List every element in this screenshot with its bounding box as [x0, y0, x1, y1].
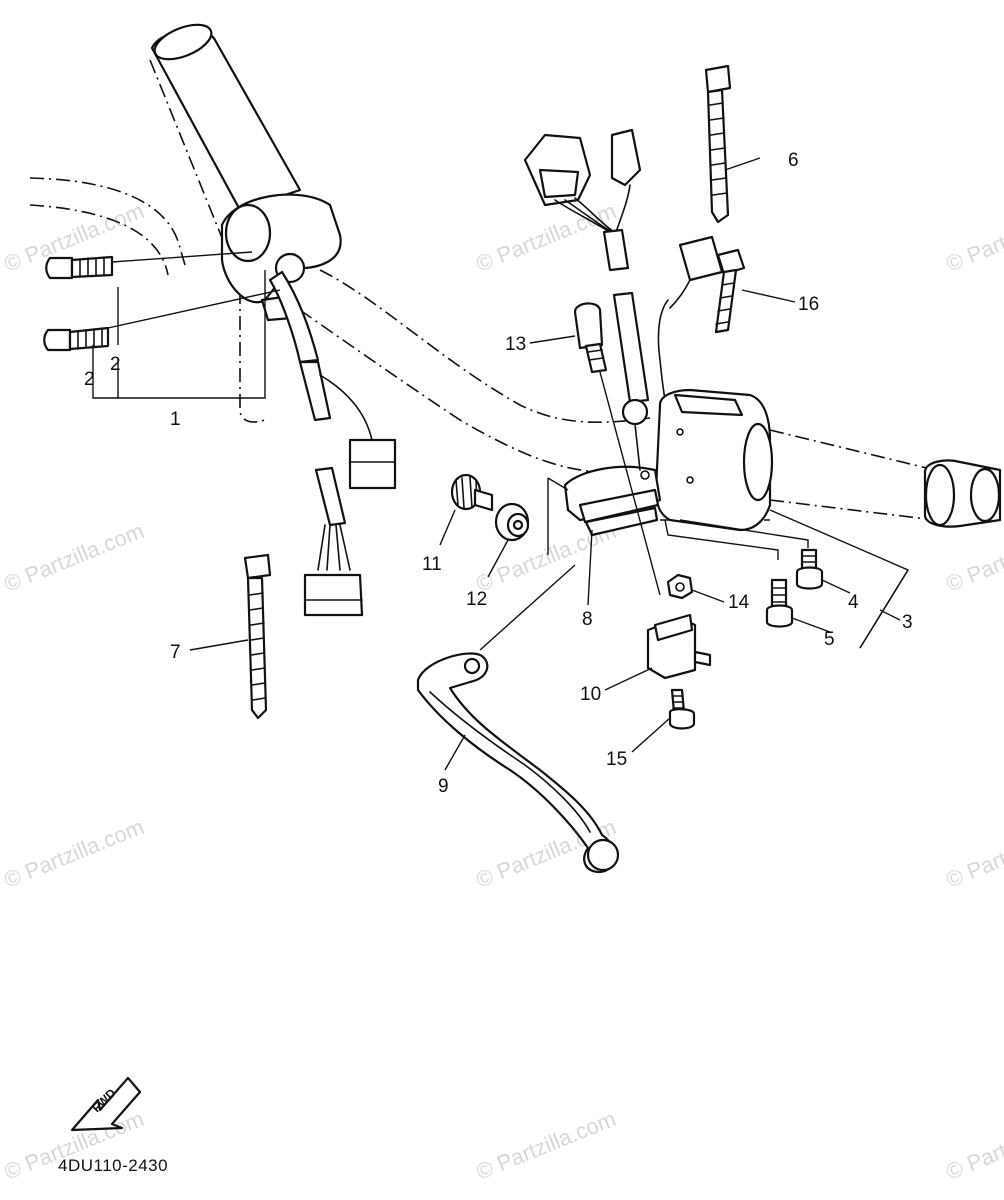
right-grip: [923, 459, 1002, 528]
callout-labels: 1 2 2 3 4 5 6 7 8 9 10 11 12 13 14 15 16: [84, 150, 913, 797]
callout-10: 10: [580, 684, 601, 705]
watermark-text: © Partzilla.com: [943, 814, 1004, 893]
left-connector: [319, 374, 397, 490]
callout-13: 13: [505, 334, 526, 355]
callout-9: 9: [438, 776, 449, 797]
left-grip: [150, 23, 302, 212]
callout-14: 14: [728, 592, 750, 613]
watermark-text: © Partzilla.com: [473, 1106, 620, 1185]
bolt-2-upper: [45, 255, 114, 280]
clutch-lever-9: [416, 652, 620, 874]
callout-16: 16: [798, 294, 819, 315]
watermark-text: © Partzilla.com: [473, 198, 620, 277]
watermark-text: © Partzilla.com: [943, 198, 1004, 277]
cable-tie-7: [243, 553, 272, 720]
callout-5: 5: [824, 629, 835, 650]
callout-2a: 2: [84, 369, 95, 390]
callout-7: 7: [170, 642, 181, 663]
clutch-cable: [268, 270, 364, 617]
watermark-text: © Partzilla.com: [1, 814, 148, 893]
watermark-text: © Partzilla.com: [1, 518, 148, 597]
callout-3: 3: [902, 612, 913, 633]
watermark-layer: © Partzilla.com © Partzilla.com © Partzi…: [1, 198, 1004, 1185]
diagram-code: 4DU110-2430: [58, 1156, 169, 1175]
bolt-13: [573, 302, 608, 374]
screw-15: [668, 688, 696, 730]
bolt-16: [714, 248, 746, 334]
callout-4: 4: [848, 592, 859, 613]
clutch-switch-10: [646, 613, 712, 680]
handlebar-outline: [29, 39, 936, 521]
callout-1: 1: [170, 409, 181, 430]
callout-2b: 2: [110, 354, 121, 375]
callout-6: 6: [788, 150, 799, 171]
nut-14: [666, 573, 694, 600]
callout-11: 11: [422, 554, 442, 575]
knob-12: [494, 502, 530, 542]
screw-4: [795, 548, 824, 590]
watermark-text: © Partzilla.com: [943, 518, 1004, 597]
screw-5: [765, 578, 794, 628]
callout-8: 8: [582, 609, 593, 630]
right-wire-harness: [523, 128, 724, 406]
watermark-text: © Partzilla.com: [943, 1106, 1004, 1185]
callout-15: 15: [606, 749, 627, 770]
callout-12: 12: [466, 589, 487, 610]
cable-tie-6: [704, 64, 732, 224]
adjuster-11: [450, 473, 494, 512]
right-switch-housing: [654, 388, 774, 532]
bolt-2-lower: [43, 326, 110, 352]
leader-lines: [92, 157, 910, 771]
